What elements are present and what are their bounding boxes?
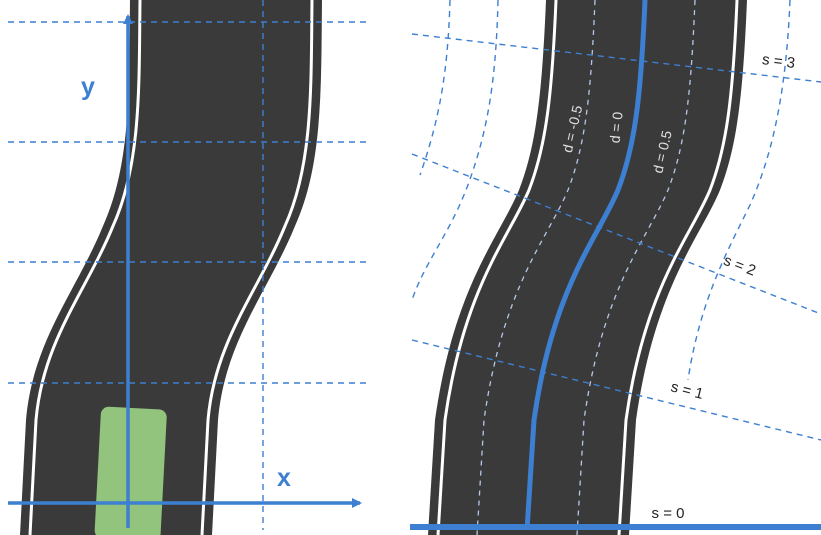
s-2-line — [411, 153, 821, 315]
s-3-label: s = 3 — [761, 51, 796, 72]
s-1-line — [411, 339, 821, 441]
car-icon — [94, 406, 167, 535]
s-3-line — [411, 33, 821, 83]
d-offset-curve — [411, 0, 499, 301]
x-axis-label: x — [277, 464, 291, 492]
road-left-edge-line-right — [436, 0, 558, 535]
cartesian-panel — [8, 0, 368, 535]
road-surface-right — [428, 0, 747, 535]
d-offset-curve — [419, 0, 451, 176]
s-2-label: s = 2 — [721, 252, 758, 280]
road-right-edge-line-left — [200, 0, 314, 535]
road-left-edge-line-left — [28, 0, 142, 535]
d-minus-0.5-line — [476, 0, 596, 535]
road-surface-left — [20, 0, 322, 535]
d-offset-curve — [687, 0, 791, 381]
frenet-panel — [410, 0, 821, 535]
d-0-label: d = 0 — [606, 111, 625, 144]
y-axis-label: y — [81, 73, 95, 101]
reference-line-d0 — [524, 0, 648, 531]
road-right-edge-line-right — [617, 0, 739, 535]
s-0-label: s = 0 — [652, 505, 685, 522]
s-1-label: s = 1 — [669, 378, 705, 402]
d-0.5-line — [576, 0, 696, 535]
